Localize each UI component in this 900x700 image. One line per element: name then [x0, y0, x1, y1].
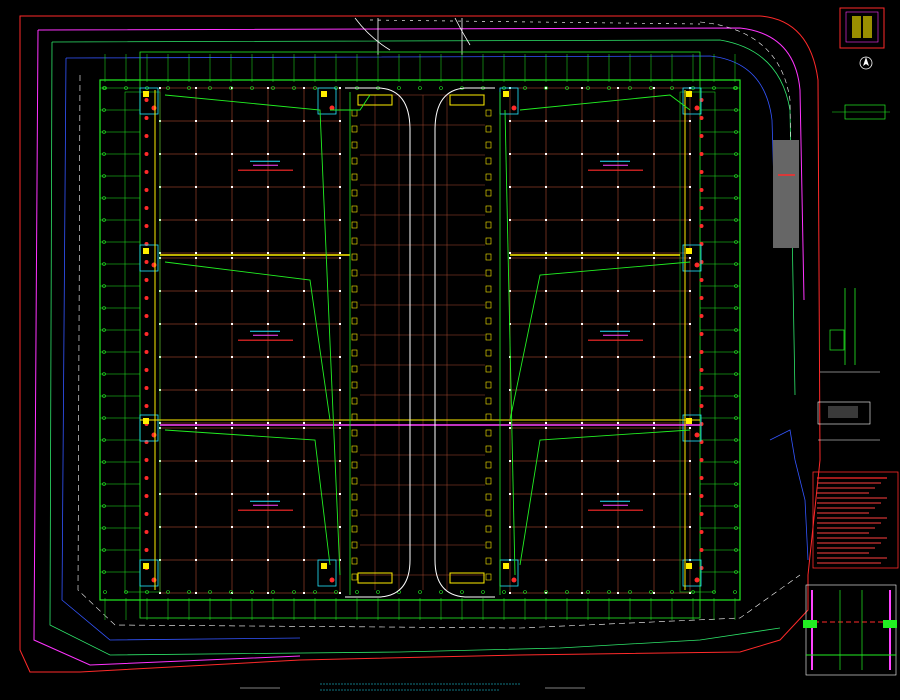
gray-equipment-block — [773, 140, 799, 248]
perimeter-grid — [100, 54, 740, 620]
bottom-legend — [240, 683, 585, 691]
detail-panels — [773, 7, 899, 676]
green-pipelines — [164, 94, 691, 576]
warehouse-block-NW — [159, 87, 341, 254]
warehouse-block-NE — [509, 87, 691, 254]
warehouse-blocks — [100, 54, 740, 620]
warehouse-block-SE — [509, 427, 691, 594]
corridor-lines — [140, 90, 700, 590]
warehouse-block-E-mid — [509, 257, 691, 424]
entrance-gates — [354, 17, 471, 55]
central-loading-bay — [345, 87, 501, 598]
notes-panel — [812, 471, 899, 569]
warehouse-block-W-mid — [159, 257, 341, 424]
site-boundary — [19, 15, 821, 673]
key-plan-icon — [839, 7, 885, 49]
